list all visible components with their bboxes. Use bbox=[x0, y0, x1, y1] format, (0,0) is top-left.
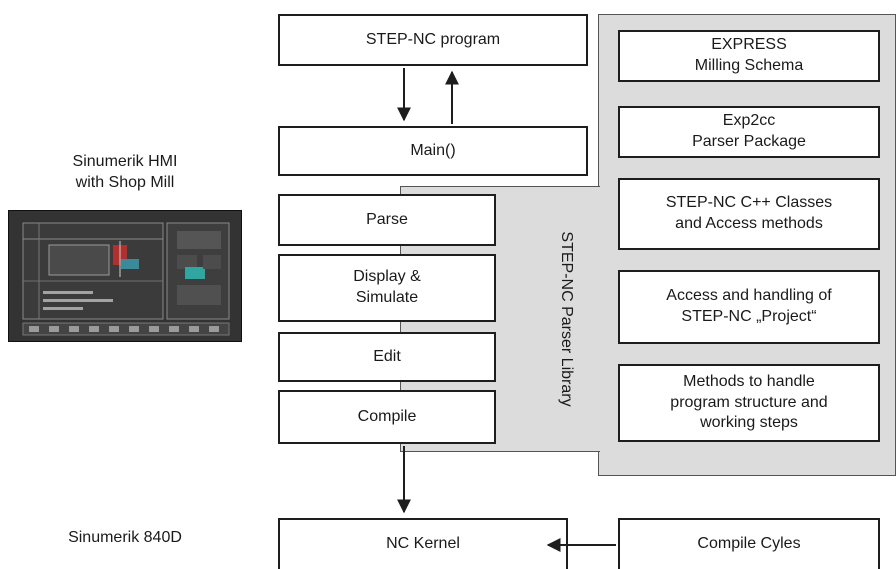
working-steps-line-1: Methods to handle bbox=[683, 372, 815, 390]
hmi-screen-drawing bbox=[9, 211, 241, 341]
hmi-caption-line-2: with Shop Mill bbox=[75, 173, 175, 191]
hmi-screenshot-image bbox=[8, 210, 242, 342]
exp2cc-parser-box: Exp2cc Parser Package bbox=[618, 106, 880, 158]
project-handling-line-1: Access and handling of bbox=[666, 287, 832, 305]
step-nc-program-label: STEP-NC program bbox=[365, 30, 501, 48]
nc-kernel-box: NC Kernel bbox=[278, 518, 568, 569]
edit-box: Edit bbox=[278, 332, 496, 382]
compile-cycles-label: Compile Cyles bbox=[697, 535, 801, 553]
express-schema-line-2: Milling Schema bbox=[694, 57, 804, 74]
express-schema-box: EXPRESS Milling Schema bbox=[618, 30, 880, 82]
hmi-caption-line-1: Sinumerik HMI bbox=[72, 153, 178, 170]
working-steps-line-2: program structure and bbox=[670, 393, 828, 411]
compile-label: Compile bbox=[357, 407, 417, 425]
working-steps-line-3: working steps bbox=[700, 414, 798, 432]
compile-cycles-box: Compile Cyles bbox=[618, 518, 880, 569]
exp2cc-parser-line-1: Exp2cc bbox=[722, 112, 776, 130]
step-nc-program-box: STEP-NC program bbox=[278, 14, 588, 66]
controller-caption: Sinumerik 840D bbox=[68, 529, 182, 546]
project-handling-box: Access and handling of STEP-NC „Project“ bbox=[618, 270, 880, 344]
cpp-classes-box: STEP-NC C++ Classes and Access methods bbox=[618, 178, 880, 250]
main-box: Main() bbox=[278, 126, 588, 176]
express-schema-line-1: EXPRESS bbox=[711, 36, 787, 54]
main-label: Main() bbox=[410, 141, 456, 159]
display-simulate-box: Display & Simulate bbox=[278, 254, 496, 322]
hmi-caption: Sinumerik HMI with Shop Mill bbox=[30, 152, 220, 194]
display-simulate-line-1: Display & bbox=[353, 268, 421, 286]
working-steps-box: Methods to handle program structure and … bbox=[618, 364, 880, 442]
display-simulate-line-2: Simulate bbox=[355, 289, 419, 306]
project-handling-line-2: STEP-NC „Project“ bbox=[681, 308, 817, 325]
cpp-classes-line-2: and Access methods bbox=[675, 215, 823, 232]
parse-label: Parse bbox=[366, 210, 408, 228]
cpp-classes-line-1: STEP-NC C++ Classes bbox=[665, 194, 833, 212]
compile-box: Compile bbox=[278, 390, 496, 444]
nc-kernel-label: NC Kernel bbox=[386, 535, 460, 553]
exp2cc-parser-line-2: Parser Package bbox=[692, 133, 806, 150]
parse-box: Parse bbox=[278, 194, 496, 246]
edit-label: Edit bbox=[373, 347, 401, 365]
